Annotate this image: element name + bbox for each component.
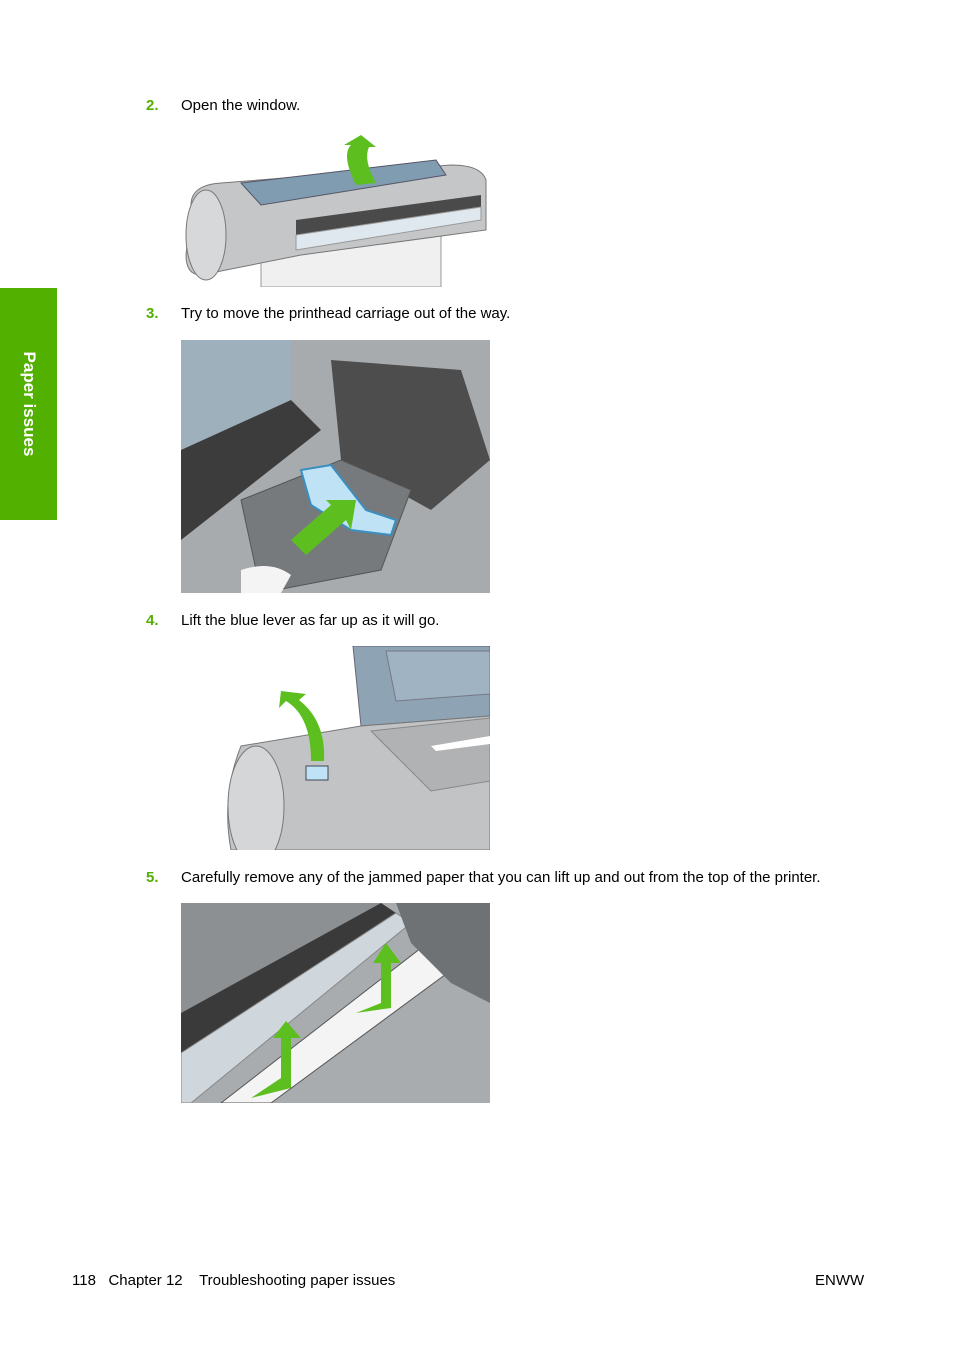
footer-left: 118 Chapter 12 Troubleshooting paper iss… xyxy=(72,1272,395,1289)
side-tab-label: Paper issues xyxy=(19,351,39,457)
step-text: Try to move the printhead carriage out o… xyxy=(181,305,511,322)
step-number: 3. xyxy=(146,305,159,322)
step-number: 5. xyxy=(146,869,159,886)
step-text: Carefully remove any of the jammed paper… xyxy=(181,869,821,886)
step-3: 3. Try to move the printhead carriage ou… xyxy=(146,305,510,323)
step-text: Open the window. xyxy=(181,97,301,114)
blue-lever-lift-illustration xyxy=(181,646,490,850)
step-number: 2. xyxy=(146,97,159,114)
step-text: Lift the blue lever as far up as it will… xyxy=(181,612,440,629)
chapter-title: Troubleshooting paper issues xyxy=(199,1272,396,1289)
side-tab-paper-issues: Paper issues xyxy=(0,288,57,520)
step-2: 2. Open the window. xyxy=(146,97,300,115)
chapter-label: Chapter 12 xyxy=(108,1272,183,1289)
step-4: 4. Lift the blue lever as far up as it w… xyxy=(146,612,439,630)
step-number: 4. xyxy=(146,612,159,629)
remove-jammed-paper-illustration xyxy=(181,903,490,1103)
printer-window-open-illustration xyxy=(181,135,491,287)
printhead-carriage-illustration xyxy=(181,340,490,593)
step-5: 5. Carefully remove any of the jammed pa… xyxy=(146,869,821,887)
page-number: 118 xyxy=(72,1272,96,1289)
footer-right: ENWW xyxy=(815,1272,865,1289)
